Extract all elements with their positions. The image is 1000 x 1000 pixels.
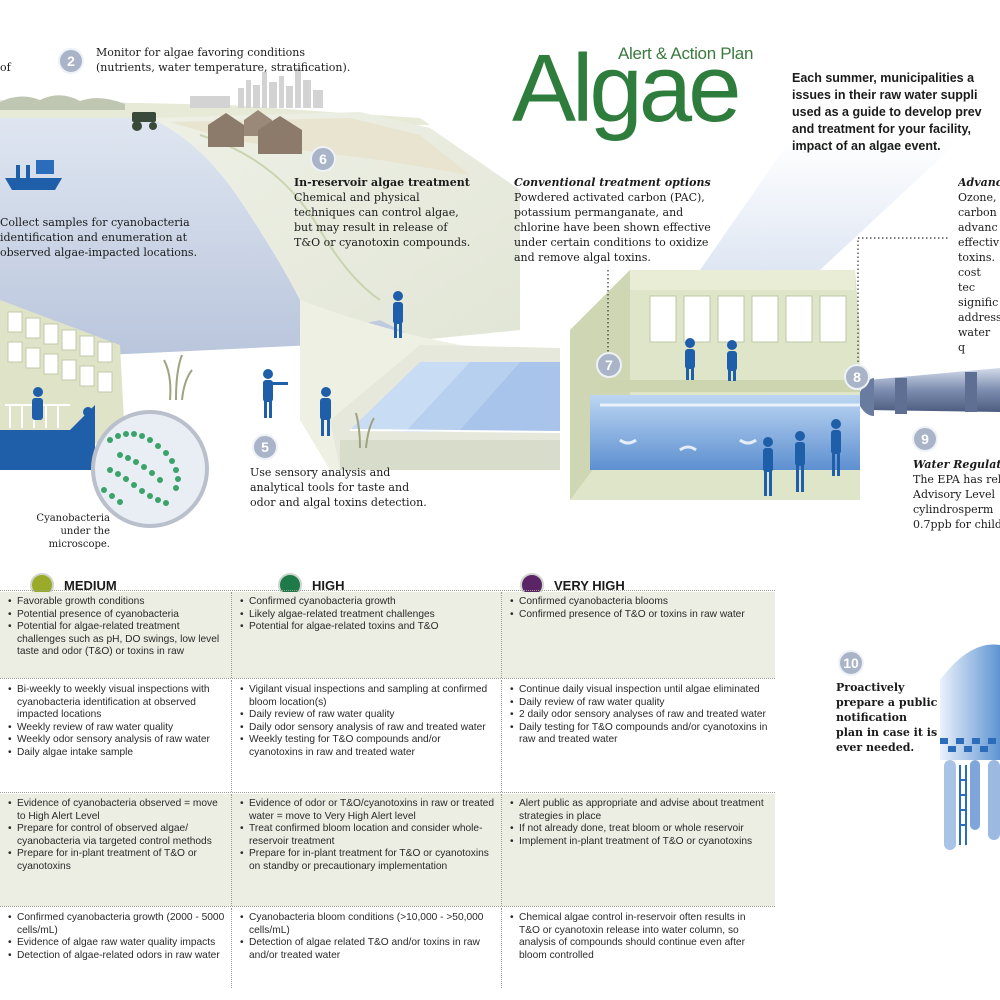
step-2-text: Monitor for algae favoring conditions (n… [96, 46, 351, 74]
riverbank [150, 112, 520, 340]
step-8-badge: 8 [844, 364, 870, 390]
operator-4 [795, 431, 805, 492]
title-subtitle: Alert & Action Plan [618, 44, 754, 63]
microscope-caption: Cyanobacteria under the microscope. [36, 513, 110, 550]
row-conditions: Favorable growth conditions Potential pr… [0, 592, 775, 678]
step-7-badge: 7 [596, 352, 622, 378]
alert-levels-table: MEDIUM HIGH VERY HIGH Favorable growth c… [0, 560, 775, 1000]
sampling-boat [5, 160, 62, 190]
reeds [163, 354, 375, 449]
person-on-hill [393, 291, 403, 338]
step-9-text: Water Regulat The EPA has rel Advisory L… [913, 458, 1000, 531]
step-5-text: Use sensory analysis and analytical tool… [250, 466, 427, 509]
tractor [132, 112, 157, 131]
step-10-text: Proactively prepare a public notificatio… [836, 681, 938, 754]
person-dock-2 [82, 407, 93, 440]
farm-houses [208, 110, 302, 154]
reservoir-water [0, 118, 420, 360]
light-beam [700, 140, 960, 270]
operator-1 [685, 338, 695, 380]
step-2-badge: 2 [58, 48, 84, 74]
intro-text: Each summer, municipalities a issues in … [792, 71, 982, 153]
title-algae: Algae [512, 35, 742, 142]
step-7-text: Conventional treatment options Powdered … [514, 176, 711, 264]
water-tower-illustration [940, 644, 1000, 850]
microscope-view [91, 410, 209, 528]
outflow-pipe [860, 368, 1000, 416]
city-skyline [190, 68, 323, 108]
step-3-text: Collect samples for cyanobacteria identi… [0, 216, 198, 259]
step-1-fragment: of [0, 61, 11, 74]
step-9-badge: 9 [912, 426, 938, 452]
intake-steps [330, 345, 561, 470]
person-sensory-1 [263, 369, 288, 418]
step-10-badge: 10 [838, 650, 864, 676]
lab-building [0, 300, 125, 470]
step-6-text: In-reservoir algae treatment Chemical an… [294, 176, 471, 249]
operator-2 [727, 340, 737, 381]
person-sensory-2 [320, 387, 331, 436]
person-dock [32, 387, 43, 420]
step-5-badge: 5 [252, 434, 278, 460]
row-actions: Evidence of cyanobacteria observed = mov… [0, 794, 775, 906]
settling-basin [590, 395, 860, 470]
people [32, 291, 403, 440]
step-6-badge: 6 [310, 146, 336, 172]
step-8-text: Advanc Ozone, carbon advanc effectiv tox… [958, 176, 1000, 354]
row-monitoring: Bi-weekly to weekly visual inspections w… [0, 680, 775, 792]
operator-5 [831, 419, 841, 476]
operator-3 [763, 437, 773, 496]
treatment-plant [570, 140, 1000, 500]
tree-line [0, 95, 125, 110]
process-illustration [0, 68, 1000, 528]
row-triggers: Confirmed cyanobacteria growth (2000 - 5… [0, 908, 775, 988]
